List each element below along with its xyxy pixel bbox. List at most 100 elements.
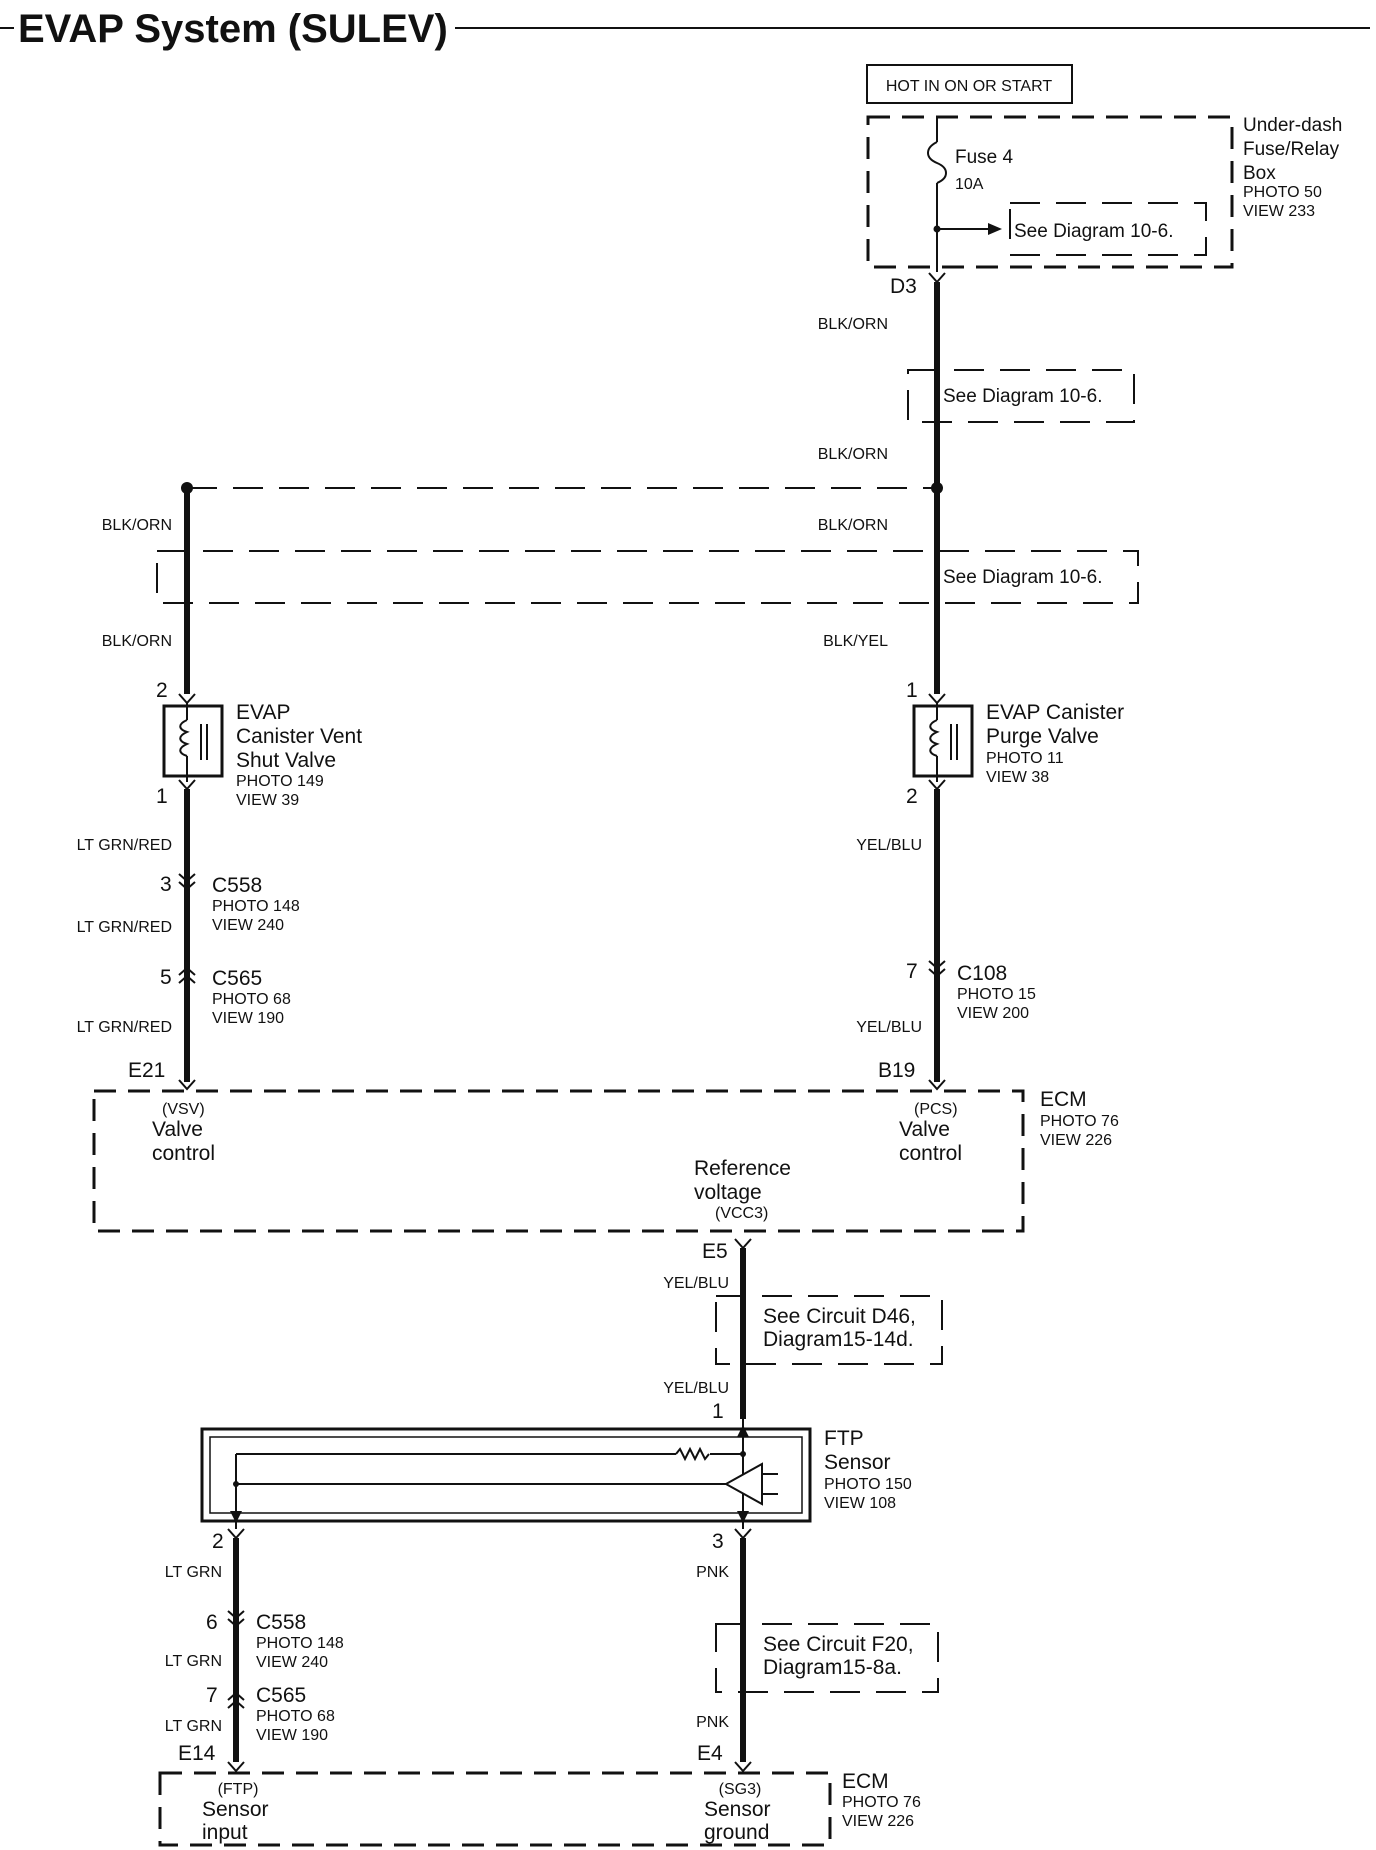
wire-label-lt-grn-3: LT GRN (165, 1718, 222, 1735)
fuse-box-name-3: Box (1243, 163, 1276, 184)
see-diagram-1: See Diagram 10-6. (1014, 221, 1173, 242)
ftp-view: VIEW 108 (824, 1495, 896, 1512)
c108-name: C108 (957, 962, 1007, 985)
wire-label-blk-orn-2: BLK/ORN (818, 446, 888, 463)
ecm1-photo: PHOTO 76 (1040, 1113, 1119, 1130)
c565-a-view: VIEW 190 (212, 1010, 284, 1027)
ftp-sensor-body (200, 1427, 812, 1523)
connector-c565-symbol (178, 966, 196, 984)
ecm2-ftp-l2: input (202, 1821, 248, 1844)
wire-label-blk-yel: BLK/YEL (823, 633, 888, 650)
fuse-rating: 10A (955, 176, 984, 193)
see-diagram-box-3 (156, 550, 1139, 604)
vent-valve-view: VIEW 39 (236, 792, 299, 809)
wire-label-blk-orn-4: BLK/ORN (102, 633, 172, 650)
fuse-box-name-2: Fuse/Relay (1243, 139, 1340, 160)
ecm1-vsv-l2: control (152, 1142, 215, 1165)
purge-valve-photo: PHOTO 11 (986, 750, 1064, 767)
wire-label-lt-grn-red-3: LT GRN/RED (77, 1019, 172, 1036)
wire-label-blk-orn-5: BLK/ORN (818, 517, 888, 534)
vent-valve-line2: Canister Vent (236, 725, 362, 748)
see-circuit-d46-l1: See Circuit D46, (763, 1305, 916, 1328)
fuse-relay-box (866, 115, 1234, 269)
wire-label-blk-orn-3: BLK/ORN (102, 517, 172, 534)
connector-d3-symbol (928, 272, 946, 284)
c565-b-photo: PHOTO 68 (256, 1708, 335, 1725)
c108-view: VIEW 200 (957, 1005, 1029, 1022)
ecm1-pcs-l2: control (899, 1142, 962, 1165)
purge-valve-line1: EVAP Canister (986, 701, 1124, 724)
c108-photo: PHOTO 15 (957, 986, 1036, 1003)
wire-label-yel-blu-4: YEL/BLU (663, 1380, 729, 1397)
ftp-pin-3: 3 (712, 1530, 724, 1553)
see-circuit-f20-l2: Diagram15-8a. (763, 1656, 902, 1679)
ecm1-ref-l2: voltage (694, 1181, 762, 1204)
c558-b-pin: 6 (206, 1611, 218, 1634)
vent-valve-photo: PHOTO 149 (236, 773, 324, 790)
fuse-symbol (927, 141, 947, 184)
pin-e5: E5 (702, 1240, 728, 1263)
connector-c558-symbol (227, 1610, 245, 1628)
wire-label-blk-orn-1: BLK/ORN (818, 316, 888, 333)
solenoid-coil-icon (929, 719, 940, 757)
ecm-box-1 (92, 1089, 1025, 1233)
wire-label-lt-grn-2: LT GRN (165, 1653, 222, 1670)
c558-a-name: C558 (212, 874, 262, 897)
ecm2-sg3-l1: Sensor (704, 1798, 771, 1821)
pin-e21: E21 (128, 1059, 165, 1082)
vent-valve-line3: Shut Valve (236, 749, 336, 772)
fuse-box-name-1: Under-dash (1243, 115, 1342, 136)
ecm2-ftp-code: (FTP) (218, 1781, 259, 1798)
wire-label-lt-grn-red-1: LT GRN/RED (77, 837, 172, 854)
pin-e14: E14 (178, 1742, 216, 1765)
ecm1-name: ECM (1040, 1088, 1087, 1111)
ecm1-vsv-l1: Valve (152, 1118, 203, 1141)
connector-c558-symbol (178, 873, 196, 891)
ecm1-pcs-l1: Valve (899, 1118, 950, 1141)
wire-label-yel-blu-1: YEL/BLU (856, 837, 922, 854)
hot-label-box (866, 64, 1073, 104)
see-diagram-box-2 (907, 369, 1135, 423)
wire-label-lt-grn-1: LT GRN (165, 1564, 222, 1581)
see-circuit-f20-l1: See Circuit F20, (763, 1633, 914, 1656)
ecm1-pcs-code: (PCS) (914, 1101, 958, 1118)
fuse-box-photo: PHOTO 50 (1243, 184, 1322, 201)
vent-valve-line1: EVAP (236, 701, 290, 724)
amplifier-icon (723, 1462, 763, 1506)
fuse-label: Fuse 4 (955, 147, 1014, 168)
arrow-icon (737, 1511, 749, 1523)
resistor-icon (675, 1446, 710, 1462)
c565-b-view: VIEW 190 (256, 1727, 328, 1744)
c558-a-view: VIEW 240 (212, 917, 284, 934)
vent-valve-body (162, 704, 224, 778)
purge-valve-pin-bot: 2 (906, 785, 918, 808)
connector-c565-symbol (227, 1691, 245, 1709)
see-diagram-box-1 (1009, 202, 1207, 256)
wire-label-lt-grn-red-2: LT GRN/RED (77, 919, 172, 936)
c558-b-photo: PHOTO 148 (256, 1635, 344, 1652)
hot-label: HOT IN ON OR START (886, 78, 1052, 95)
pin-e4: E4 (697, 1742, 723, 1765)
connector-c108-symbol (928, 960, 946, 978)
ecm1-ref-l1: Reference (694, 1157, 791, 1180)
c565-b-name: C565 (256, 1684, 306, 1707)
c558-b-name: C558 (256, 1611, 306, 1634)
c108-pin: 7 (906, 960, 918, 983)
ecm2-sg3-code: (SG3) (719, 1781, 762, 1798)
ecm2-sg3-l2: ground (704, 1821, 769, 1844)
wire-label-pnk-2: PNK (696, 1714, 729, 1731)
pin-b19: B19 (878, 1059, 915, 1082)
vent-valve-pin-top: 2 (156, 679, 168, 702)
see-circuit-f20-box (715, 1623, 939, 1693)
wire-label-yel-blu-2: YEL/BLU (856, 1019, 922, 1036)
c558-b-view: VIEW 240 (256, 1654, 328, 1671)
wire-label-pnk-1: PNK (696, 1564, 729, 1581)
see-diagram-3: See Diagram 10-6. (943, 567, 1102, 588)
vent-valve-pin-bot: 1 (156, 785, 168, 808)
purge-valve-body (912, 704, 974, 778)
connector-d3: D3 (890, 275, 917, 298)
see-circuit-d46-box (715, 1295, 943, 1365)
ftp-pin-1: 1 (712, 1400, 724, 1423)
see-diagram-2: See Diagram 10-6. (943, 386, 1102, 407)
